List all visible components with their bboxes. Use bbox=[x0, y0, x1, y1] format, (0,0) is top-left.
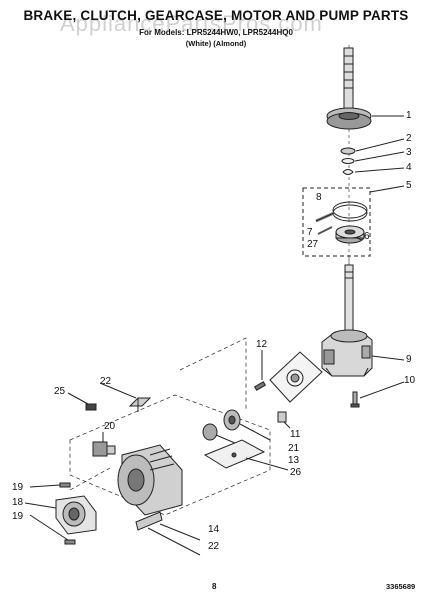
callout-18: 18 bbox=[12, 497, 24, 508]
callout-3: 3 bbox=[406, 147, 412, 158]
part-25-screw bbox=[85, 403, 97, 411]
part-13-coupling bbox=[202, 423, 218, 441]
brake-spring bbox=[332, 201, 368, 222]
part-2-washer bbox=[340, 147, 356, 155]
brake-cam bbox=[335, 225, 365, 244]
callout-19-upper: 19 bbox=[12, 482, 24, 493]
part-19-clamp-top bbox=[59, 482, 71, 488]
part-18-pump bbox=[55, 495, 97, 535]
callout-10: 10 bbox=[404, 375, 416, 386]
pump-mounting-plate bbox=[269, 351, 323, 403]
part-9-gearcase bbox=[321, 329, 373, 377]
callout-5: 5 bbox=[406, 180, 412, 191]
part-11-nut bbox=[277, 411, 287, 423]
document-part-number: 3365689 bbox=[386, 582, 416, 591]
part-12-screw bbox=[253, 381, 267, 391]
brake-spring-small bbox=[315, 211, 335, 235]
part-22-strap-upper bbox=[128, 397, 152, 412]
callout-6: 6 bbox=[364, 231, 370, 242]
callout-22-upper: 22 bbox=[100, 376, 112, 387]
page-number: 8 bbox=[212, 582, 217, 591]
part-10-bolt bbox=[350, 391, 360, 408]
watermark-text: AppliancePartsPros.com bbox=[60, 11, 323, 36]
callout-19-lower: 19 bbox=[12, 511, 24, 522]
callout-11: 11 bbox=[290, 429, 301, 440]
callout-26: 26 bbox=[290, 467, 302, 478]
callout-2: 2 bbox=[406, 133, 412, 144]
motor bbox=[117, 444, 183, 516]
callout-8: 8 bbox=[316, 192, 322, 203]
part-3-ring bbox=[341, 158, 355, 164]
model-colors: (White) (Almond) bbox=[185, 39, 247, 48]
callout-9: 9 bbox=[406, 354, 412, 365]
part-19-clamp-bottom bbox=[64, 539, 76, 545]
callout-14: 14 bbox=[208, 524, 220, 535]
callout-21: 21 bbox=[288, 443, 300, 454]
callout-13: 13 bbox=[288, 455, 300, 466]
part-20-switch bbox=[92, 441, 116, 457]
callout-12: 12 bbox=[256, 339, 268, 350]
callout-7: 7 bbox=[307, 227, 313, 238]
part-21-pulley bbox=[223, 409, 241, 431]
model-numbers: For Models: LPR5244HW0, LPR5244HQ0 bbox=[139, 28, 293, 37]
callout-4: 4 bbox=[406, 162, 412, 173]
diagram-title: BRAKE, CLUTCH, GEARCASE, MOTOR AND PUMP … bbox=[23, 8, 409, 23]
callout-22-lower: 22 bbox=[208, 541, 220, 552]
callout-20: 20 bbox=[104, 421, 116, 432]
callout-1: 1 bbox=[406, 110, 412, 121]
part-26-cover bbox=[203, 439, 266, 469]
part-22-strap-lower bbox=[135, 511, 163, 531]
part-5-brake-assembly-box bbox=[302, 187, 371, 257]
callout-25: 25 bbox=[54, 386, 66, 397]
part-4-clip bbox=[342, 169, 354, 175]
callout-27: 27 bbox=[307, 239, 319, 250]
part-1-brake-hub bbox=[326, 47, 372, 130]
